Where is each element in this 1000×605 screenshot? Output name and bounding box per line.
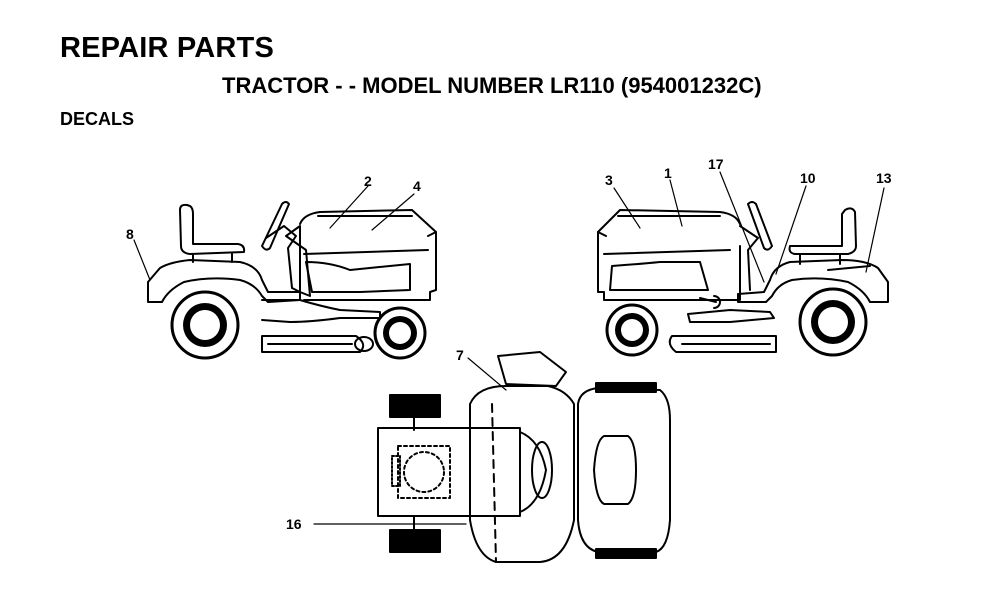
leader-2 bbox=[329, 185, 369, 229]
callout-17: 17 bbox=[708, 156, 724, 172]
callout-16: 16 bbox=[286, 516, 302, 532]
callout-13: 13 bbox=[876, 170, 892, 186]
callout-4: 4 bbox=[413, 178, 421, 194]
callout-2: 2 bbox=[364, 173, 372, 189]
rear-tire-bottom bbox=[389, 529, 441, 553]
callout-1: 1 bbox=[664, 165, 672, 181]
leader-8 bbox=[133, 239, 151, 281]
rear-tire-top bbox=[389, 394, 441, 418]
leader-4 bbox=[371, 193, 415, 231]
section-heading: DECALS bbox=[60, 109, 135, 129]
callout-10: 10 bbox=[800, 170, 816, 186]
leader-3 bbox=[613, 187, 641, 229]
leader-13 bbox=[865, 187, 885, 273]
callout-8: 8 bbox=[126, 226, 134, 242]
tractor-right-side-view bbox=[597, 201, 889, 357]
leader-10 bbox=[775, 185, 807, 275]
tractor-top-view bbox=[377, 351, 671, 563]
callout-3: 3 bbox=[605, 172, 613, 188]
leader-lines bbox=[133, 171, 885, 525]
page-title: REPAIR PARTS bbox=[60, 32, 275, 64]
model-subtitle: TRACTOR - - MODEL NUMBER LR110 (95400123… bbox=[222, 73, 762, 98]
leader-7 bbox=[467, 357, 507, 391]
leader-17 bbox=[719, 171, 765, 283]
tractor-left-side-view bbox=[147, 201, 437, 360]
callout-7: 7 bbox=[456, 347, 464, 363]
leader-1 bbox=[669, 179, 683, 227]
